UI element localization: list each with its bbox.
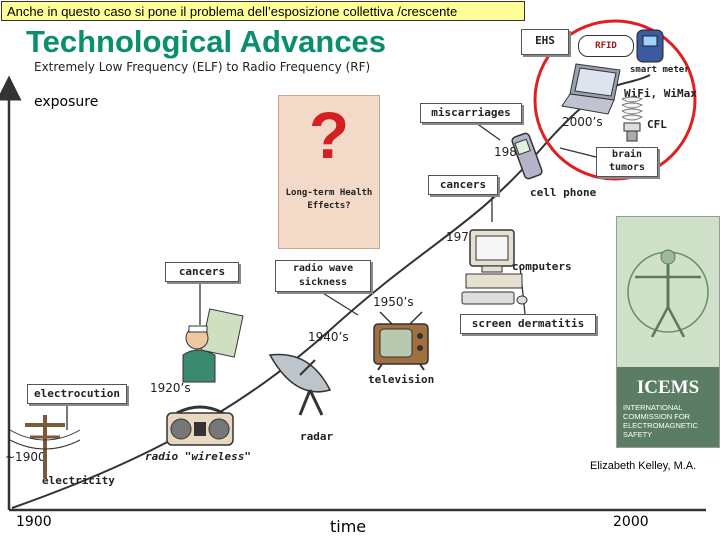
vitruvian-man-icon	[617, 217, 719, 367]
era-1940: 1940’s	[308, 330, 349, 344]
effect-cancers-early: cancers	[165, 262, 239, 282]
connector-brain-tumors	[559, 147, 601, 159]
tech-radio-label: radio "wireless"	[145, 450, 251, 463]
tech-radar-label: radar	[300, 430, 334, 443]
tech-wifi-label: WiFi, WiMax	[624, 87, 697, 100]
tech-electricity-label: electricity	[42, 474, 115, 487]
smart-meter-icon	[636, 29, 664, 63]
slide-subtitle: Extremely Low Frequency (ELF) to Radio F…	[34, 60, 371, 74]
icems-acronym: ICEMS	[636, 377, 700, 398]
tech-computers-label: computers	[512, 260, 572, 273]
y-axis-label: exposure	[34, 94, 99, 110]
x-axis-start: 1900	[16, 514, 52, 530]
effect-brain-tumors: brain tumors	[596, 147, 658, 177]
era-1950: 1950’s	[373, 295, 414, 309]
era-1900: ~1900	[5, 450, 46, 464]
era-2000: 2000’s	[562, 115, 603, 129]
tech-cfl-label: CFL	[647, 118, 667, 131]
health-effects-question: Long-term Health Effects?	[285, 188, 373, 211]
era-1920: 1920’s	[150, 381, 191, 395]
icems-band	[617, 367, 719, 447]
icems-name: INTERNATIONAL COMMISSION FOR ELECTROMAGN…	[623, 403, 699, 439]
cfl-bulb-icon	[621, 96, 644, 142]
effect-radio-wave-sickness: radio wave sickness	[275, 260, 371, 292]
tech-television-label: television	[368, 373, 435, 386]
effect-electrocution: electrocution	[27, 384, 127, 404]
question-mark: ?	[308, 98, 350, 172]
connector-radio-wave-sickness	[317, 289, 359, 316]
connector-miscarriages	[471, 119, 501, 141]
tech-cell-phone-label: cell phone	[530, 186, 597, 199]
desktop-computer-icon	[461, 229, 528, 305]
top-banner: Anche in questo caso si pone il problema…	[1, 1, 525, 21]
utility-pole-icon	[9, 415, 81, 478]
author-credit: Elizabeth Kelley, M.A.	[590, 460, 697, 472]
effect-cancers-recent: cancers	[428, 175, 498, 195]
x-axis-label: time	[330, 517, 367, 536]
worker-with-x-ray-icon	[182, 308, 244, 383]
effect-screen-dermatitis: screen dermatitis	[460, 314, 596, 334]
television-icon	[373, 311, 429, 371]
radio-icon	[166, 405, 234, 446]
question-panel: ? Long-term Health Effects?	[278, 95, 380, 249]
effect-miscarriages: miscarriages	[420, 103, 522, 123]
x-axis-end: 2000	[613, 514, 649, 530]
slide-title: Technological Advances	[26, 24, 387, 59]
highlight-circle	[533, 19, 697, 181]
laptop-icon	[561, 63, 621, 115]
radar-dish-icon	[268, 353, 332, 416]
effect-ehs: EHS	[521, 29, 569, 55]
cell-phone-icon	[511, 132, 543, 180]
tech-rfid-label: RFID	[578, 35, 634, 57]
tech-smart-meter-label: smart meter	[630, 65, 690, 75]
icems-poster: ICEMS INTERNATIONAL COMMISSION FOR ELECT…	[616, 216, 720, 448]
